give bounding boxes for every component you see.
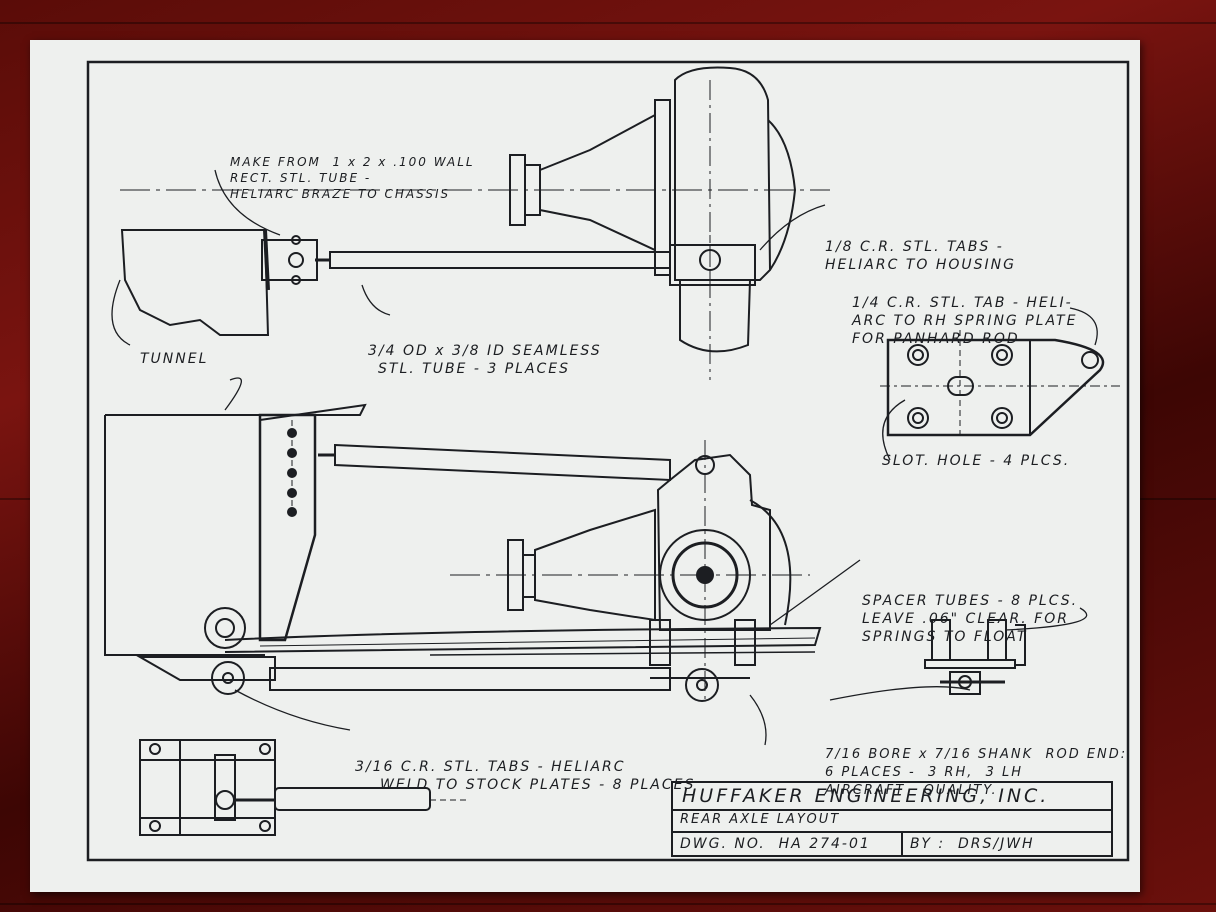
leader-lines xyxy=(111,169,1098,746)
engineering-drawing xyxy=(86,60,1130,862)
spacer-tube-detail xyxy=(924,619,1026,695)
title-block xyxy=(671,781,1113,857)
bracket-detail xyxy=(139,739,470,836)
panhard-tab-detail xyxy=(880,330,1120,440)
note-rod-end: 7/16 BORE x 7/16 SHANK ROD END:6 PLACES … xyxy=(825,747,1128,798)
note-eighth-tabs: 1/8 C.R. STL. TABS -HELIARC TO HOUSING xyxy=(825,239,1016,273)
drawing-number: DWG. NO. HA 274-01 xyxy=(680,836,871,852)
drawn-by: BY : DRS/JWH xyxy=(910,836,1035,852)
drawing-title: REAR AXLE LAYOUT xyxy=(680,812,841,827)
note-spacer: SPACER TUBES - 8 PLCS.LEAVE .06" CLEAR. … xyxy=(862,593,1079,645)
side-view xyxy=(104,403,822,702)
company-name: HUFFAKER ENGINEERING, INC. xyxy=(682,785,1050,807)
note-tunnel: TUNNEL xyxy=(140,351,209,367)
note-quarter-tab: 1/4 C.R. STL. TAB - HELI-ARC TO RH SPRIN… xyxy=(852,295,1078,347)
note-slot: SLOT. HOLE - 4 PLCS. xyxy=(882,453,1071,469)
drawing-border xyxy=(86,60,1130,862)
top-view xyxy=(120,66,830,380)
